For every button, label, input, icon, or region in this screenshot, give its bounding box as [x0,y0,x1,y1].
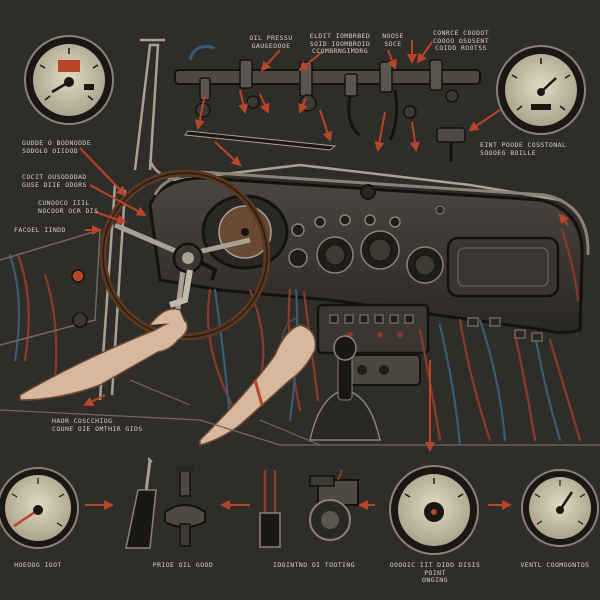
label-bottom-gauge-1: HOEOOG IOOT [14,561,62,569]
label-oil-pressure-gauge: OIL PRESSU GAUGEOOOE [249,34,293,50]
gear-shifter [309,335,381,441]
gauge-bottom-1 [0,467,79,549]
label-temp-sender: CONRCE COODOT COOOO OSOSENT COIDD ROOTSS [432,29,490,52]
hands [19,308,317,446]
label-harness: HAOR COSCCHIOG COUNE OIE OMTHIR GIDS [52,417,143,433]
door-panel [0,228,101,346]
label-bottom-gauge-4: OOOOIC IIT DIDD DISIS POINT ONGING [389,561,481,584]
sensor-icon [164,466,206,547]
gauge-bottom-5 [521,469,599,547]
gauge-top-right [496,45,586,135]
label-fuse: NOOSE SOCE [382,32,404,48]
label-bottom-oil: PRIOE OIL GOOD [152,561,214,569]
label-panel: FACOEL IINDD [14,226,66,234]
connector-icon [259,470,281,548]
wiper-blade [184,130,337,151]
label-bottom-gauge-5: VENTL COOMOONTOS [520,561,590,569]
gauge-top-left [24,35,114,125]
label-instrument-cluster: GUDDE O BODNODDE SODOLO OIIOOD [22,139,92,155]
wire-connectors [467,317,543,342]
label-fuel-rail: ELDIT IOMBRBED SOID IOOMBROID CCOMBRNGIM… [309,32,371,55]
label-sensor: EINT POODE COSSTONAL SOOOEG BOILLE [480,141,567,157]
label-ignition: CUNOOCO IIIL NOCOOR OCR DIS [38,199,99,215]
fuel-rail [174,45,481,141]
gauge-bottom-4 [389,465,479,555]
rail-sensor [436,127,466,162]
pointer-arrows [79,40,569,510]
screwdriver-icon [125,457,157,549]
label-bottom-identifying: IDOINTNO OI TOOTING [273,561,355,569]
sender-icon [309,469,359,541]
steering-wheel [99,169,271,341]
label-wiring: COCIT OUSODDDAD GUSE DIIE ODORS [22,173,87,189]
floor-lines [0,379,600,446]
